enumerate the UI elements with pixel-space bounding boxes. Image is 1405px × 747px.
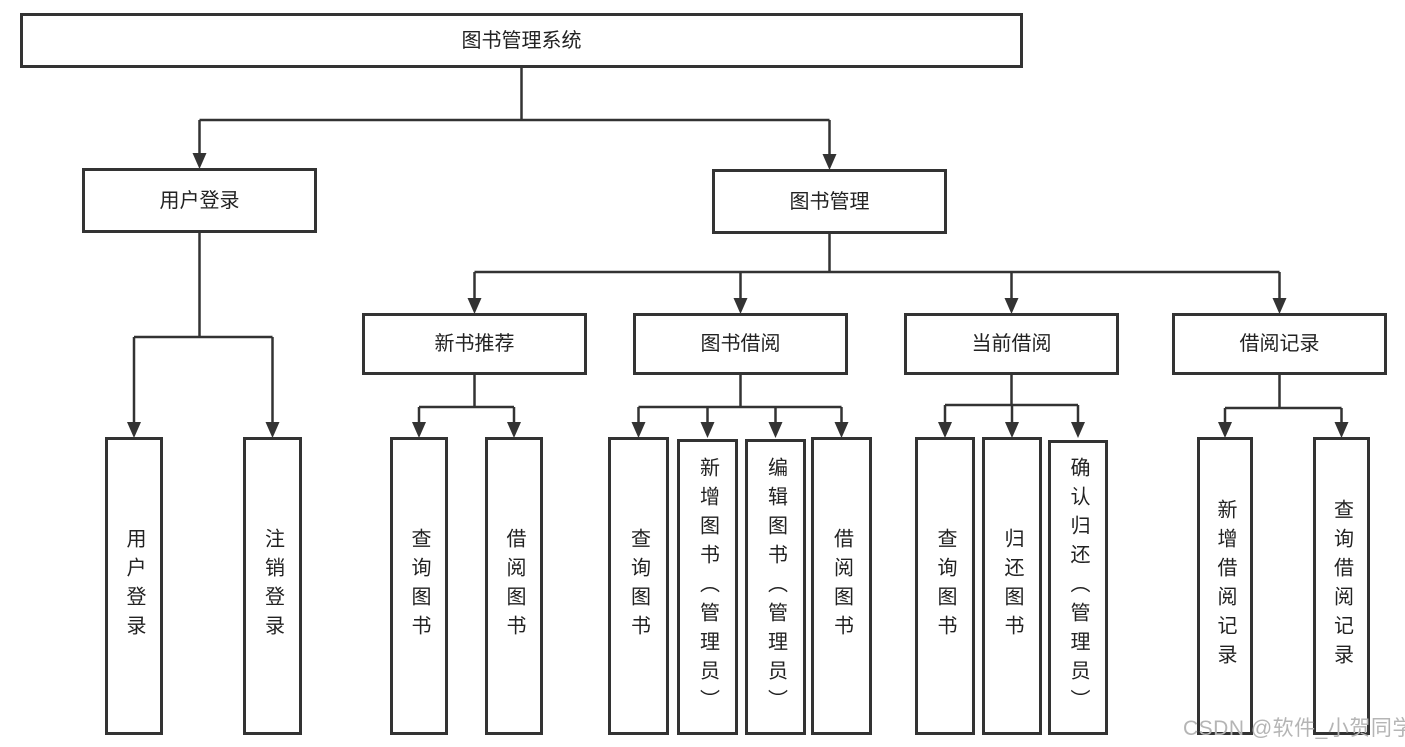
node-borrow-books-recommend: 借阅图书 bbox=[485, 437, 543, 735]
node-book-borrowing: 图书借阅 bbox=[633, 313, 848, 375]
node-borrowing-records: 借阅记录 bbox=[1172, 313, 1387, 375]
node-add-books-admin: 新增图书（管理员） bbox=[677, 439, 738, 735]
node-query-borrow-record: 查询借阅记录 bbox=[1313, 437, 1370, 735]
node-logout-leaf: 注销登录 bbox=[243, 437, 302, 735]
node-new-book-recommendation: 新书推荐 bbox=[362, 313, 587, 375]
node-user-login-leaf: 用户登录 bbox=[105, 437, 163, 735]
node-query-books-recommend: 查询图书 bbox=[390, 437, 448, 735]
node-current-borrowing: 当前借阅 bbox=[904, 313, 1119, 375]
node-query-books-borrowing: 查询图书 bbox=[608, 437, 669, 735]
node-return-books: 归还图书 bbox=[982, 437, 1042, 735]
node-book-management-module: 图书管理 bbox=[712, 169, 947, 234]
node-confirm-return-admin: 确认归还（管理员） bbox=[1048, 440, 1108, 735]
node-query-books-current: 查询图书 bbox=[915, 437, 975, 735]
node-library-management-system: 图书管理系统 bbox=[20, 13, 1023, 68]
watermark: CSDN @软件_小贺同学 bbox=[1183, 717, 1405, 740]
node-add-borrow-record: 新增借阅记录 bbox=[1197, 437, 1253, 735]
node-edit-books-admin: 编辑图书（管理员） bbox=[745, 439, 806, 735]
node-borrow-books-borrowing: 借阅图书 bbox=[811, 437, 872, 735]
node-user-login-module: 用户登录 bbox=[82, 168, 317, 233]
